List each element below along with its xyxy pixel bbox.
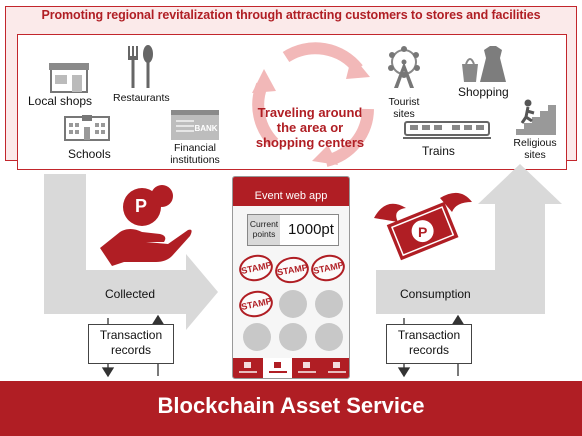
tab-qr-code[interactable] xyxy=(292,358,322,378)
label-financial-institutions: Financial institutions xyxy=(158,142,232,166)
phone-tab-bar xyxy=(233,358,349,378)
tab-home[interactable] xyxy=(262,358,292,378)
cycle-text-line-3: shopping centers xyxy=(255,134,365,150)
tab-settings-caption xyxy=(327,371,346,373)
top-panel-title: Promoting regional revitalization throug… xyxy=(41,8,541,22)
label-restaurants: Restaurants xyxy=(113,92,170,104)
phone-app-header: Event web app xyxy=(233,186,349,206)
blockchain-asset-service-bar: Blockchain Asset Service xyxy=(0,381,582,436)
ferris-wheel-icon xyxy=(388,46,420,88)
transaction-right-line-1: Transaction xyxy=(397,328,461,342)
current-points-label-line-1: Current xyxy=(249,219,279,229)
label-local-shops: Local shops xyxy=(28,94,93,108)
cycle-text-line-1: Traveling around xyxy=(257,105,363,120)
stamp-4: STAMP xyxy=(236,287,276,321)
shopping-icon xyxy=(462,46,506,82)
transaction-left-line-1: Transaction xyxy=(99,328,163,342)
label-schools: Schools xyxy=(68,147,111,161)
tab-menu[interactable] xyxy=(233,358,263,378)
consumption-arrow xyxy=(376,164,562,314)
tab-home-caption xyxy=(268,371,287,373)
flying-money-icon xyxy=(374,192,472,261)
current-points-value: 1000pt xyxy=(288,221,334,238)
school-icon xyxy=(64,115,110,141)
stamp-slot-5 xyxy=(279,290,307,318)
hand-coin-icon xyxy=(100,185,192,266)
bank-icon: BANK xyxy=(171,110,219,140)
tab-qr-caption xyxy=(298,371,316,373)
label-financial-line-1: Financial xyxy=(173,142,217,154)
transaction-records-right: Transaction records xyxy=(386,324,472,364)
menu-icon xyxy=(244,362,251,368)
label-tourist-sites: Tourist sites xyxy=(376,96,432,120)
current-points-box: Current points 1000pt xyxy=(247,214,339,246)
places-box: Traveling around the area or shopping ce… xyxy=(17,34,567,170)
collected-arrow xyxy=(44,174,218,330)
shop-icon xyxy=(49,63,89,93)
label-religious-sites: Religious sites xyxy=(506,137,564,161)
label-financial-line-2: institutions xyxy=(170,153,220,166)
transaction-right-line-2: records xyxy=(408,343,449,357)
coin-letter: P xyxy=(135,196,148,216)
label-religious-line-2: sites xyxy=(524,148,546,161)
stamp-slot-8 xyxy=(279,323,307,351)
current-points-label: Current points xyxy=(248,215,280,245)
cycle-text: Traveling around the area or shopping ce… xyxy=(248,105,372,151)
tab-settings[interactable] xyxy=(322,358,350,378)
cycle-text-line-2: the area or xyxy=(276,119,344,135)
stamp-slot-7 xyxy=(243,323,271,351)
label-trains: Trains xyxy=(422,144,455,158)
tab-menu-caption xyxy=(239,371,257,373)
fork-knife-icon xyxy=(128,45,153,88)
qr-code-icon xyxy=(303,362,310,368)
shrine-stairs-icon xyxy=(516,99,556,135)
label-tourist-line-2: sites xyxy=(393,107,415,120)
phone-status-bar xyxy=(233,177,349,186)
bank-sign-text: BANK xyxy=(194,124,217,133)
home-icon xyxy=(273,362,281,368)
current-points-label-line-2: points xyxy=(252,228,276,239)
transaction-records-left: Transaction records xyxy=(88,324,174,364)
cycle-arrows-icon xyxy=(252,42,374,167)
label-religious-line-1: Religious xyxy=(513,137,557,149)
label-shopping: Shopping xyxy=(458,85,509,99)
stamp-2: STAMP xyxy=(273,254,311,286)
label-tourist-line-1: Tourist xyxy=(388,96,420,108)
stamp-1: STAMP xyxy=(236,251,276,285)
top-panel: Promoting regional revitalization throug… xyxy=(5,6,577,170)
stamp-slot-6 xyxy=(315,290,343,318)
train-icon xyxy=(403,121,491,139)
gear-icon xyxy=(332,362,340,368)
stamp-slot-9 xyxy=(315,323,343,351)
collected-label: Collected xyxy=(105,287,156,301)
transaction-left-line-2: records xyxy=(110,343,151,357)
stamp-3: STAMP xyxy=(308,251,348,285)
consumption-label: Consumption xyxy=(400,287,471,301)
bill-letter: P xyxy=(418,224,428,240)
event-web-app-phone: Event web app Current points 1000pt STAM… xyxy=(232,176,350,379)
blockchain-asset-service-title: Blockchain Asset Service xyxy=(157,393,425,418)
